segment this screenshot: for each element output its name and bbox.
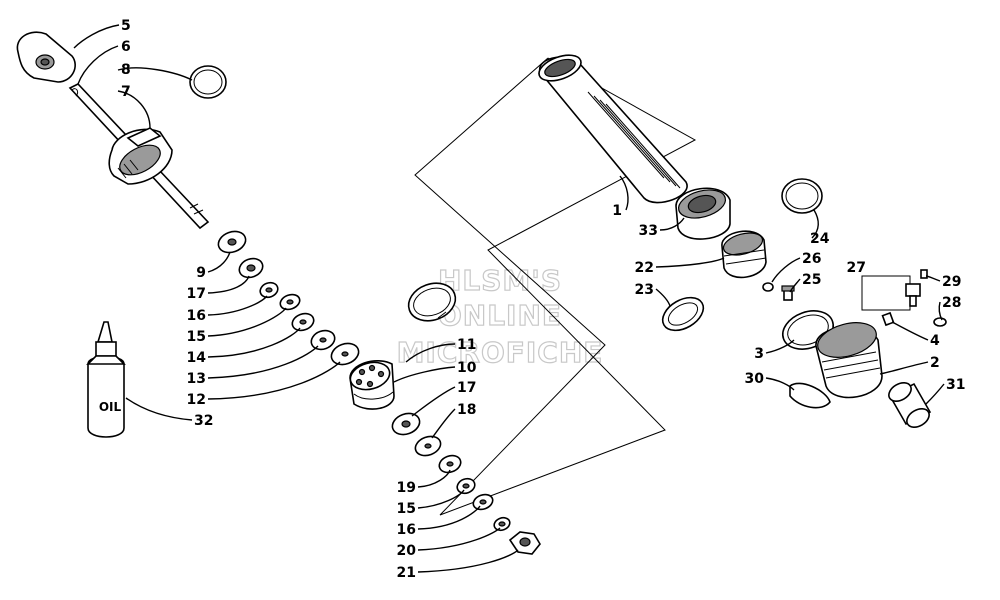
part-piston-band bbox=[407, 282, 457, 322]
part-shim-stack-lower bbox=[391, 412, 511, 532]
callout-29: 29 bbox=[942, 274, 961, 290]
leader-lines bbox=[73, 24, 945, 573]
callout-1: 1 bbox=[612, 203, 622, 219]
callout-24: 24 bbox=[810, 231, 830, 247]
callout-16-lower: 16 bbox=[397, 522, 416, 538]
callout-3: 3 bbox=[754, 346, 764, 362]
callout-23: 23 bbox=[635, 282, 654, 298]
callout-31: 31 bbox=[946, 377, 965, 393]
callout-18: 18 bbox=[457, 402, 476, 418]
callout-numbers: 5 6 8 7 9 17 16 15 14 13 12 32 11 10 17 … bbox=[121, 18, 965, 581]
part-piston bbox=[349, 360, 395, 410]
callout-2: 2 bbox=[930, 355, 940, 371]
callout-30: 30 bbox=[745, 371, 765, 387]
part-clip bbox=[789, 382, 831, 409]
callout-33: 33 bbox=[639, 223, 658, 239]
callout-7: 7 bbox=[121, 84, 131, 100]
part-sleeve bbox=[888, 382, 932, 428]
part-small-bolt bbox=[781, 285, 795, 301]
part-bushing bbox=[661, 296, 705, 332]
callout-27: 27 bbox=[847, 260, 866, 276]
callout-9: 9 bbox=[196, 265, 206, 281]
callout-10: 10 bbox=[457, 360, 477, 376]
part-seal-head bbox=[108, 127, 173, 185]
callout-17-lower: 17 bbox=[457, 380, 476, 396]
callout-17-upper: 17 bbox=[187, 286, 206, 302]
callout-5: 5 bbox=[121, 18, 131, 34]
part-spring-seat bbox=[675, 187, 731, 240]
callout-11: 11 bbox=[457, 337, 476, 353]
callout-4: 4 bbox=[930, 333, 940, 349]
callout-14: 14 bbox=[187, 350, 207, 366]
part-shim-stack-upper bbox=[217, 230, 360, 366]
part-retaining-ring bbox=[781, 178, 823, 214]
part-valve bbox=[905, 269, 928, 307]
callout-15-lower: 15 bbox=[397, 501, 416, 517]
part-eyelet bbox=[16, 31, 76, 83]
callout-15-upper: 15 bbox=[187, 329, 206, 345]
part-washer bbox=[933, 317, 947, 327]
callout-22: 22 bbox=[635, 260, 654, 276]
callout-21: 21 bbox=[397, 565, 416, 581]
callout-8: 8 bbox=[121, 62, 131, 78]
callout-20: 20 bbox=[397, 543, 417, 559]
part-cap bbox=[881, 311, 895, 327]
oil-bottle-label: OIL bbox=[99, 400, 122, 414]
callout-28: 28 bbox=[942, 295, 961, 311]
callout-6: 6 bbox=[121, 39, 131, 55]
part-shock-body bbox=[538, 54, 688, 204]
callout-19: 19 bbox=[397, 480, 416, 496]
callout-25: 25 bbox=[802, 272, 821, 288]
part-o-ring bbox=[189, 65, 227, 99]
callout-12: 12 bbox=[187, 392, 206, 408]
part-reservoir-body bbox=[815, 322, 883, 399]
watermark-line-1: HLSM'S bbox=[438, 264, 562, 297]
part-group-bracket bbox=[861, 275, 911, 311]
callout-13: 13 bbox=[187, 371, 206, 387]
callout-16-upper: 16 bbox=[187, 308, 206, 324]
part-oil-bottle: OIL bbox=[86, 321, 126, 438]
part-adjuster bbox=[721, 230, 767, 279]
watermark-line-2: ONLINE bbox=[438, 299, 562, 332]
callout-32: 32 bbox=[194, 413, 213, 429]
part-nut bbox=[508, 531, 541, 555]
callout-26: 26 bbox=[802, 251, 821, 267]
part-small-o-ring bbox=[762, 282, 774, 292]
watermark-line-3: MICROFICHE bbox=[397, 336, 604, 369]
